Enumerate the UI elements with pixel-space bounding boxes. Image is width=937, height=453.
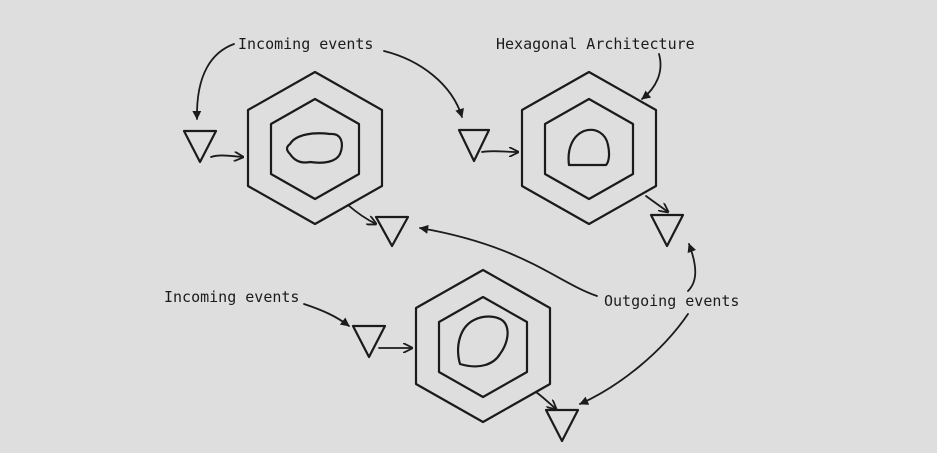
port-triangle-icon [351, 324, 387, 359]
label-incoming-events-bottom: Incoming events [164, 288, 299, 306]
port-triangle-icon [374, 215, 410, 248]
domain-blob-icon [285, 132, 343, 164]
port-triangle-icon [544, 408, 580, 443]
port-triangle-icon [457, 128, 491, 163]
hexagon-inner-ring [269, 97, 361, 201]
callout-arrow [192, 43, 235, 120]
hexagon-top-right [520, 70, 658, 226]
callout-arrow [579, 313, 689, 405]
connector-arrow [210, 155, 243, 157]
connector-arrow [535, 391, 556, 409]
connector-arrow [645, 195, 668, 212]
hexagon-outer-ring [246, 70, 384, 226]
domain-blob-icon [457, 315, 509, 368]
hexagon-outer-ring [414, 268, 552, 424]
label-hexagonal-architecture: Hexagonal Architecture [496, 35, 695, 53]
port-triangle-icon [649, 213, 685, 248]
hexagon-outer-ring [520, 70, 658, 226]
callout-arrow [303, 303, 350, 327]
callout-arrow [641, 53, 662, 100]
callout-arrow [687, 243, 697, 292]
callout-arrow [383, 50, 464, 118]
hexagon-inner-ring [437, 295, 529, 399]
port-triangle-icon [182, 129, 218, 164]
hexagon-inner-ring [543, 97, 635, 201]
connector-arrow [347, 204, 376, 224]
label-outgoing-events: Outgoing events [604, 292, 739, 310]
label-incoming-events-top: Incoming events [238, 35, 373, 53]
callout-arrow [419, 224, 598, 297]
connector-arrow [481, 151, 518, 152]
hexagon-bottom [414, 268, 552, 424]
hexagon-top-left [246, 70, 384, 226]
domain-blob-icon [567, 128, 611, 167]
